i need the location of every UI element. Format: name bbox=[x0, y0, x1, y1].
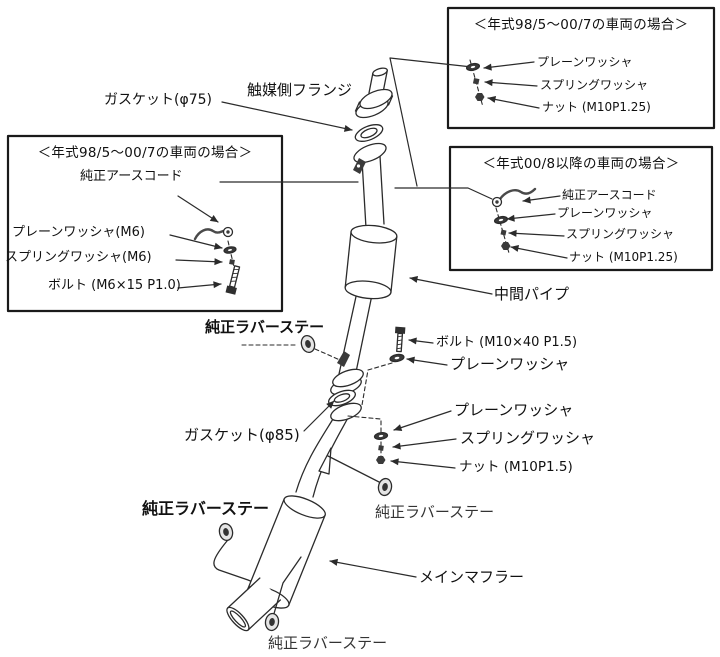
spring-washer-icon bbox=[378, 445, 384, 451]
stay-dash-right bbox=[314, 348, 341, 361]
leader-d2 bbox=[169, 234, 223, 250]
pipe-stub bbox=[368, 69, 388, 94]
label-earth-cord-0008: 純正アースコード bbox=[562, 188, 657, 202]
label-catalyst-flange: 触媒側フランジ bbox=[247, 81, 353, 99]
label-nut-0008: ナット (M10P1.25) bbox=[569, 250, 678, 264]
tail-pipe-icon bbox=[226, 577, 281, 632]
label-plain-washer-right: プレーンワッシャ bbox=[454, 401, 574, 419]
earth-cord-icon bbox=[498, 187, 537, 201]
plain-washer-icon bbox=[465, 62, 481, 72]
bolt-insert-path bbox=[361, 362, 393, 406]
rubber-grommet-left-icon bbox=[218, 522, 234, 542]
leader-b2 bbox=[484, 79, 538, 87]
upper-pipe bbox=[361, 155, 385, 229]
leader-c3 bbox=[508, 229, 565, 237]
label-earth-cord-left: 純正アースコード bbox=[80, 169, 183, 184]
callout-title-top-right: ＜年式98/5～00/7の車両の場合＞ bbox=[473, 17, 689, 33]
rubber-grommet-mid-icon bbox=[377, 477, 393, 497]
leader-c1 bbox=[522, 195, 561, 204]
label-mid-pipe: 中間パイプ bbox=[494, 285, 570, 303]
label-spring-washer-m6: スプリングワッシャ(M6) bbox=[5, 250, 152, 265]
plain-washer-icon bbox=[223, 246, 237, 254]
label-plain-washer-0008: プレーンワッシャ bbox=[557, 206, 653, 220]
leader-c2 bbox=[506, 213, 556, 222]
spring-washer-icon bbox=[500, 229, 507, 236]
leader-bolt-m10 bbox=[408, 337, 434, 345]
rubber-grommet-bottom-icon bbox=[264, 612, 280, 632]
joint-flange-lower-icon bbox=[330, 402, 362, 422]
label-rubber-stay-bottom: 純正ラバーステー bbox=[268, 634, 388, 652]
stay-tab-icon bbox=[337, 351, 350, 367]
connector-mid-right-box bbox=[394, 187, 493, 200]
label-rubber-stay-left: 純正ラバーステー bbox=[142, 499, 270, 518]
spring-washer-icon bbox=[229, 259, 235, 265]
callout-box-mid-right bbox=[448, 145, 714, 272]
hanger-rod-bottom bbox=[272, 556, 302, 618]
label-main-muffler: メインマフラー bbox=[419, 568, 525, 586]
pipe-flange-icon bbox=[353, 142, 387, 164]
label-rubber-stay-mid: 純正ラバーステー bbox=[375, 503, 495, 521]
nut-stack-path bbox=[347, 415, 382, 463]
callout-title-left: ＜年式98/5～00/7の車両の場合＞ bbox=[37, 145, 253, 161]
hanger-bracket-icon bbox=[318, 447, 332, 475]
nut-icon bbox=[376, 456, 386, 464]
leader-nut-right bbox=[390, 458, 456, 469]
leader-c4 bbox=[510, 245, 568, 259]
leader-spring-washer-right bbox=[392, 438, 457, 450]
rubber-grommet-top-icon bbox=[300, 334, 316, 354]
label-bolt-m6: ボルト (M6×15 P1.0) bbox=[48, 278, 181, 293]
main-muffler-icon bbox=[247, 495, 326, 609]
label-plain-washer-9805: プレーンワッシャ bbox=[537, 55, 633, 69]
resonator-icon bbox=[344, 224, 398, 300]
leader-gasket-85 bbox=[303, 400, 335, 432]
connector-top-right-box bbox=[389, 57, 473, 187]
leader-d4 bbox=[177, 281, 222, 289]
bolt-icon bbox=[225, 265, 241, 295]
label-bolt-m10: ボルト (M10×40 P1.5) bbox=[436, 335, 578, 350]
hanger-rod-mid bbox=[327, 455, 386, 486]
leader-main-muffler bbox=[329, 558, 417, 578]
earth-cord-icon bbox=[193, 228, 228, 241]
inlet-pipe bbox=[295, 415, 350, 498]
leader-d3 bbox=[175, 258, 223, 266]
label-rubber-stay-top: 純正ラバーステー bbox=[205, 318, 325, 336]
nut-icon bbox=[501, 242, 511, 250]
label-plain-washer-mid: プレーンワッシャ bbox=[450, 355, 570, 373]
label-spring-washer-0008: スプリングワッシャ bbox=[566, 227, 675, 241]
hanger-rod-left bbox=[213, 540, 263, 587]
label-plain-washer-m6: プレーンワッシャ(M6) bbox=[12, 225, 145, 240]
leader-mid-pipe bbox=[409, 276, 493, 295]
plain-washer-icon bbox=[373, 432, 389, 440]
leader-b1 bbox=[483, 61, 535, 71]
label-spring-washer-right: スプリングワッシャ bbox=[460, 429, 596, 447]
callout-box-top-right bbox=[446, 6, 716, 130]
leader-plain-washer-mid bbox=[406, 356, 448, 366]
label-nut-9805: ナット (M10P1.25) bbox=[542, 100, 651, 114]
callout-title-mid-right: ＜年式00/8以降の車両の場合＞ bbox=[482, 156, 680, 172]
leader-plain-washer-right bbox=[393, 410, 452, 431]
nut-icon bbox=[475, 93, 485, 101]
spring-washer-icon bbox=[472, 78, 480, 85]
leader-b3 bbox=[487, 96, 540, 109]
label-gasket-85: ガスケット(φ85) bbox=[184, 426, 300, 444]
bolt-icon bbox=[394, 326, 406, 353]
label-gasket-75: ガスケット(φ75) bbox=[104, 92, 212, 108]
label-nut-right: ナット (M10P1.5) bbox=[459, 459, 573, 475]
plain-washer-icon bbox=[389, 353, 405, 363]
leader-d1 bbox=[177, 195, 219, 223]
label-spring-washer-9805: スプリングワッシャ bbox=[540, 78, 649, 92]
gasket-75-icon bbox=[354, 124, 384, 142]
leader-gasket-75 bbox=[221, 101, 353, 132]
